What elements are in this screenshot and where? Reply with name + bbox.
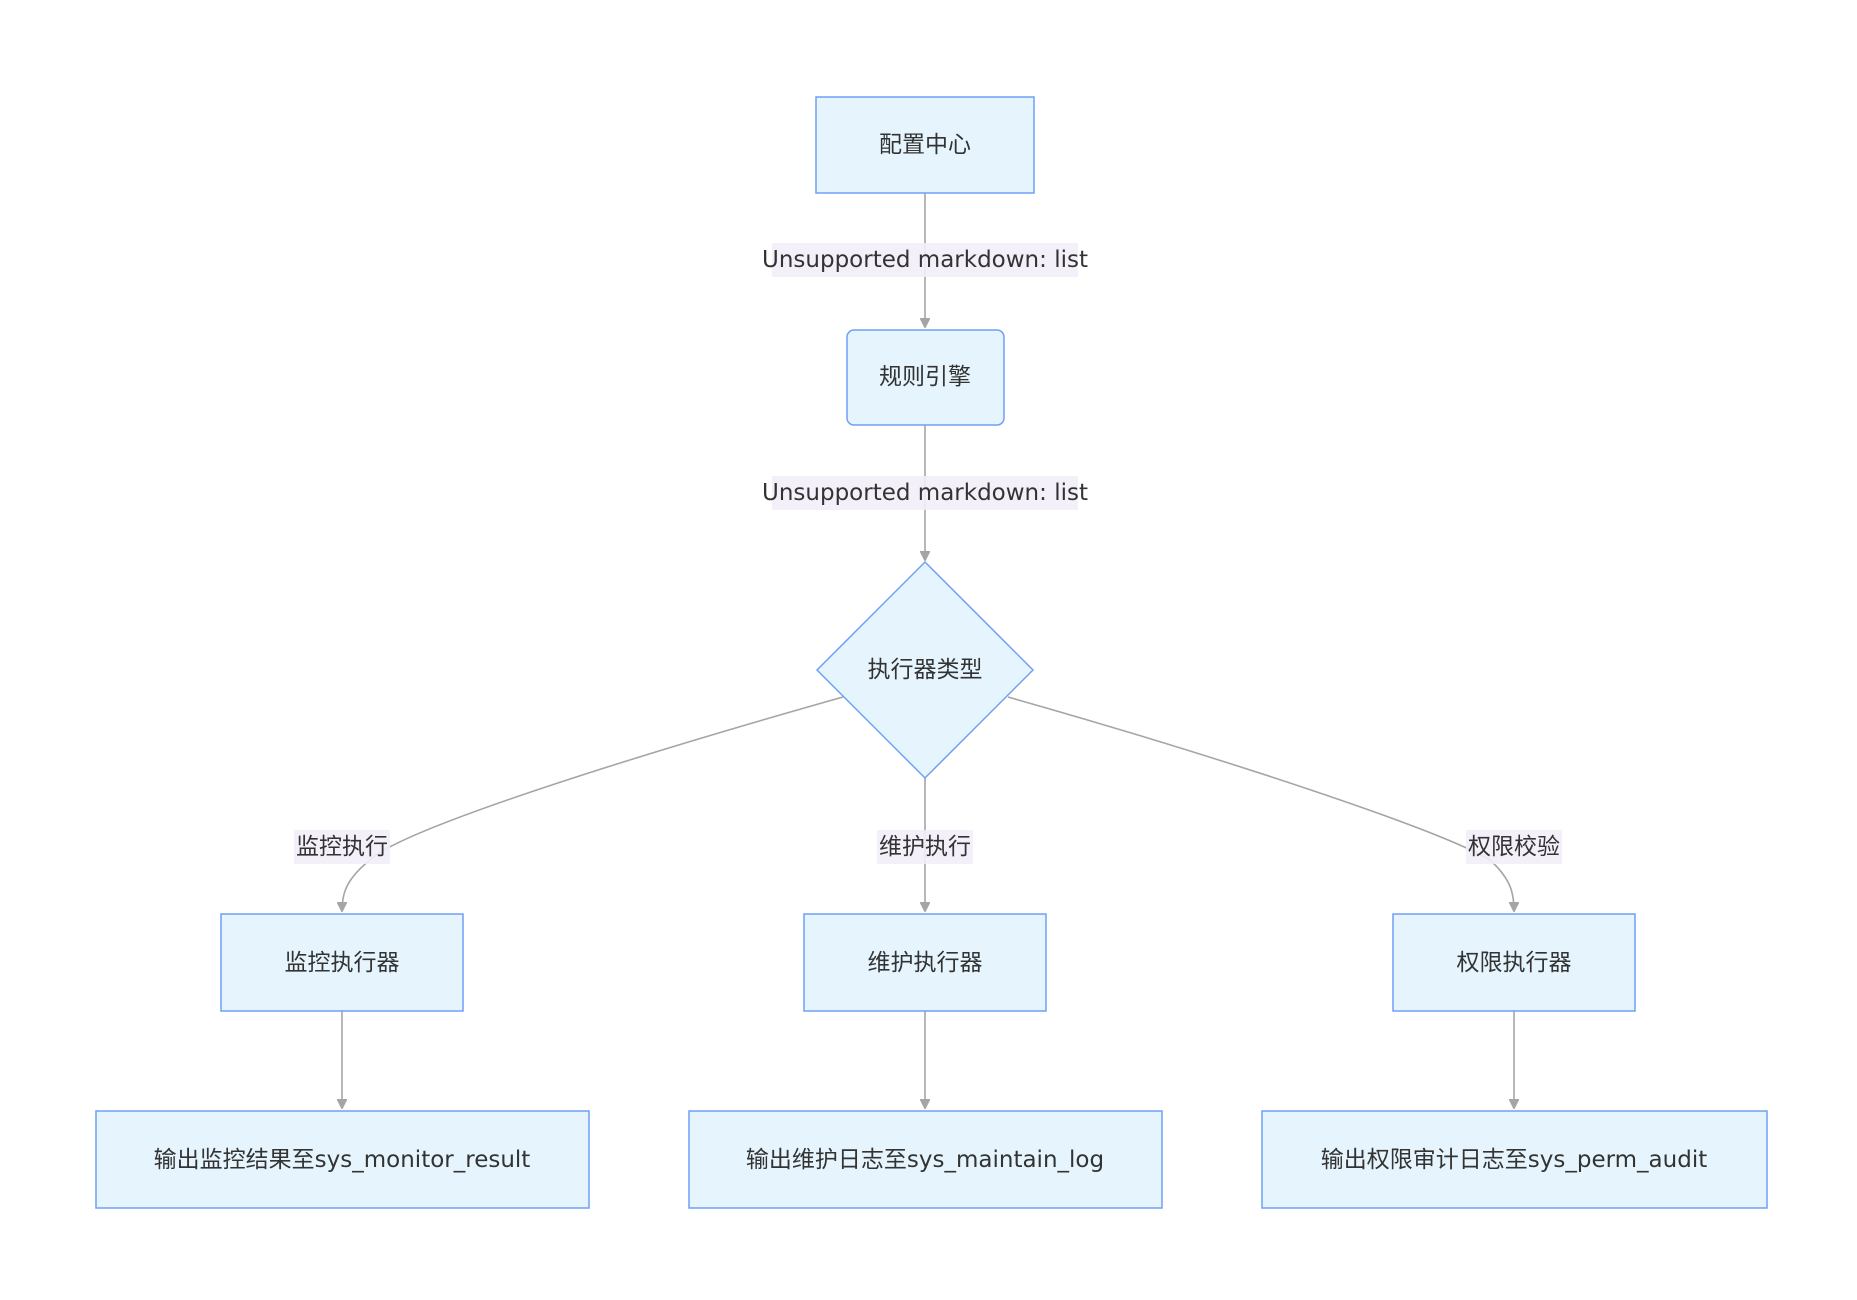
svg-text:规则引擎: 规则引擎 (879, 364, 971, 390)
svg-text:输出维护日志至sys_maintain_log: 输出维护日志至sys_maintain_log (746, 1147, 1104, 1173)
edge-type-to-perm (1007, 696, 1514, 911)
edge-label-monitor: 监控执行 (294, 830, 390, 864)
svg-text:配置中心: 配置中心 (879, 132, 971, 158)
edge-label-config-to-rule: Unsupported markdown: list (762, 243, 1088, 277)
node-monitor-output: 输出监控结果至sys_monitor_result (95, 1110, 590, 1209)
node-monitor-executor: 监控执行器 (220, 913, 464, 1012)
nodes: 配置中心 规则引擎 执行器类型 监控执行器 维护执行器 权限执行器 输出监控结果… (95, 96, 1768, 1209)
node-rule-engine: 规则引擎 (846, 329, 1005, 426)
svg-text:维护执行: 维护执行 (879, 834, 971, 860)
edge-labels: Unsupported markdown: list Unsupported m… (294, 243, 1562, 864)
svg-text:输出权限审计日志至sys_perm_audit: 输出权限审计日志至sys_perm_audit (1321, 1147, 1707, 1173)
svg-text:输出监控结果至sys_monitor_result: 输出监控结果至sys_monitor_result (154, 1147, 531, 1173)
svg-text:执行器类型: 执行器类型 (868, 657, 983, 683)
node-executor-type: 执行器类型 (815, 560, 1035, 780)
svg-text:监控执行器: 监控执行器 (285, 950, 400, 976)
svg-text:权限执行器: 权限执行器 (1457, 950, 1572, 976)
svg-text:权限校验: 权限校验 (1468, 834, 1560, 860)
svg-text:Unsupported markdown: list: Unsupported markdown: list (762, 247, 1088, 273)
node-config-center: 配置中心 (815, 96, 1035, 194)
node-perm-output: 输出权限审计日志至sys_perm_audit (1261, 1110, 1768, 1209)
edge-label-perm: 权限校验 (1466, 830, 1562, 864)
svg-text:监控执行: 监控执行 (296, 834, 388, 860)
node-maintain-output: 输出维护日志至sys_maintain_log (688, 1110, 1163, 1209)
edge-label-rule-to-type: Unsupported markdown: list (762, 476, 1088, 510)
svg-text:Unsupported markdown: list: Unsupported markdown: list (762, 480, 1088, 506)
edge-label-maintain: 维护执行 (877, 830, 973, 864)
node-perm-executor: 权限执行器 (1392, 913, 1636, 1012)
edge-type-to-monitor (342, 696, 844, 911)
svg-text:维护执行器: 维护执行器 (868, 950, 983, 976)
edges (342, 193, 1514, 1108)
node-maintain-executor: 维护执行器 (803, 913, 1047, 1012)
